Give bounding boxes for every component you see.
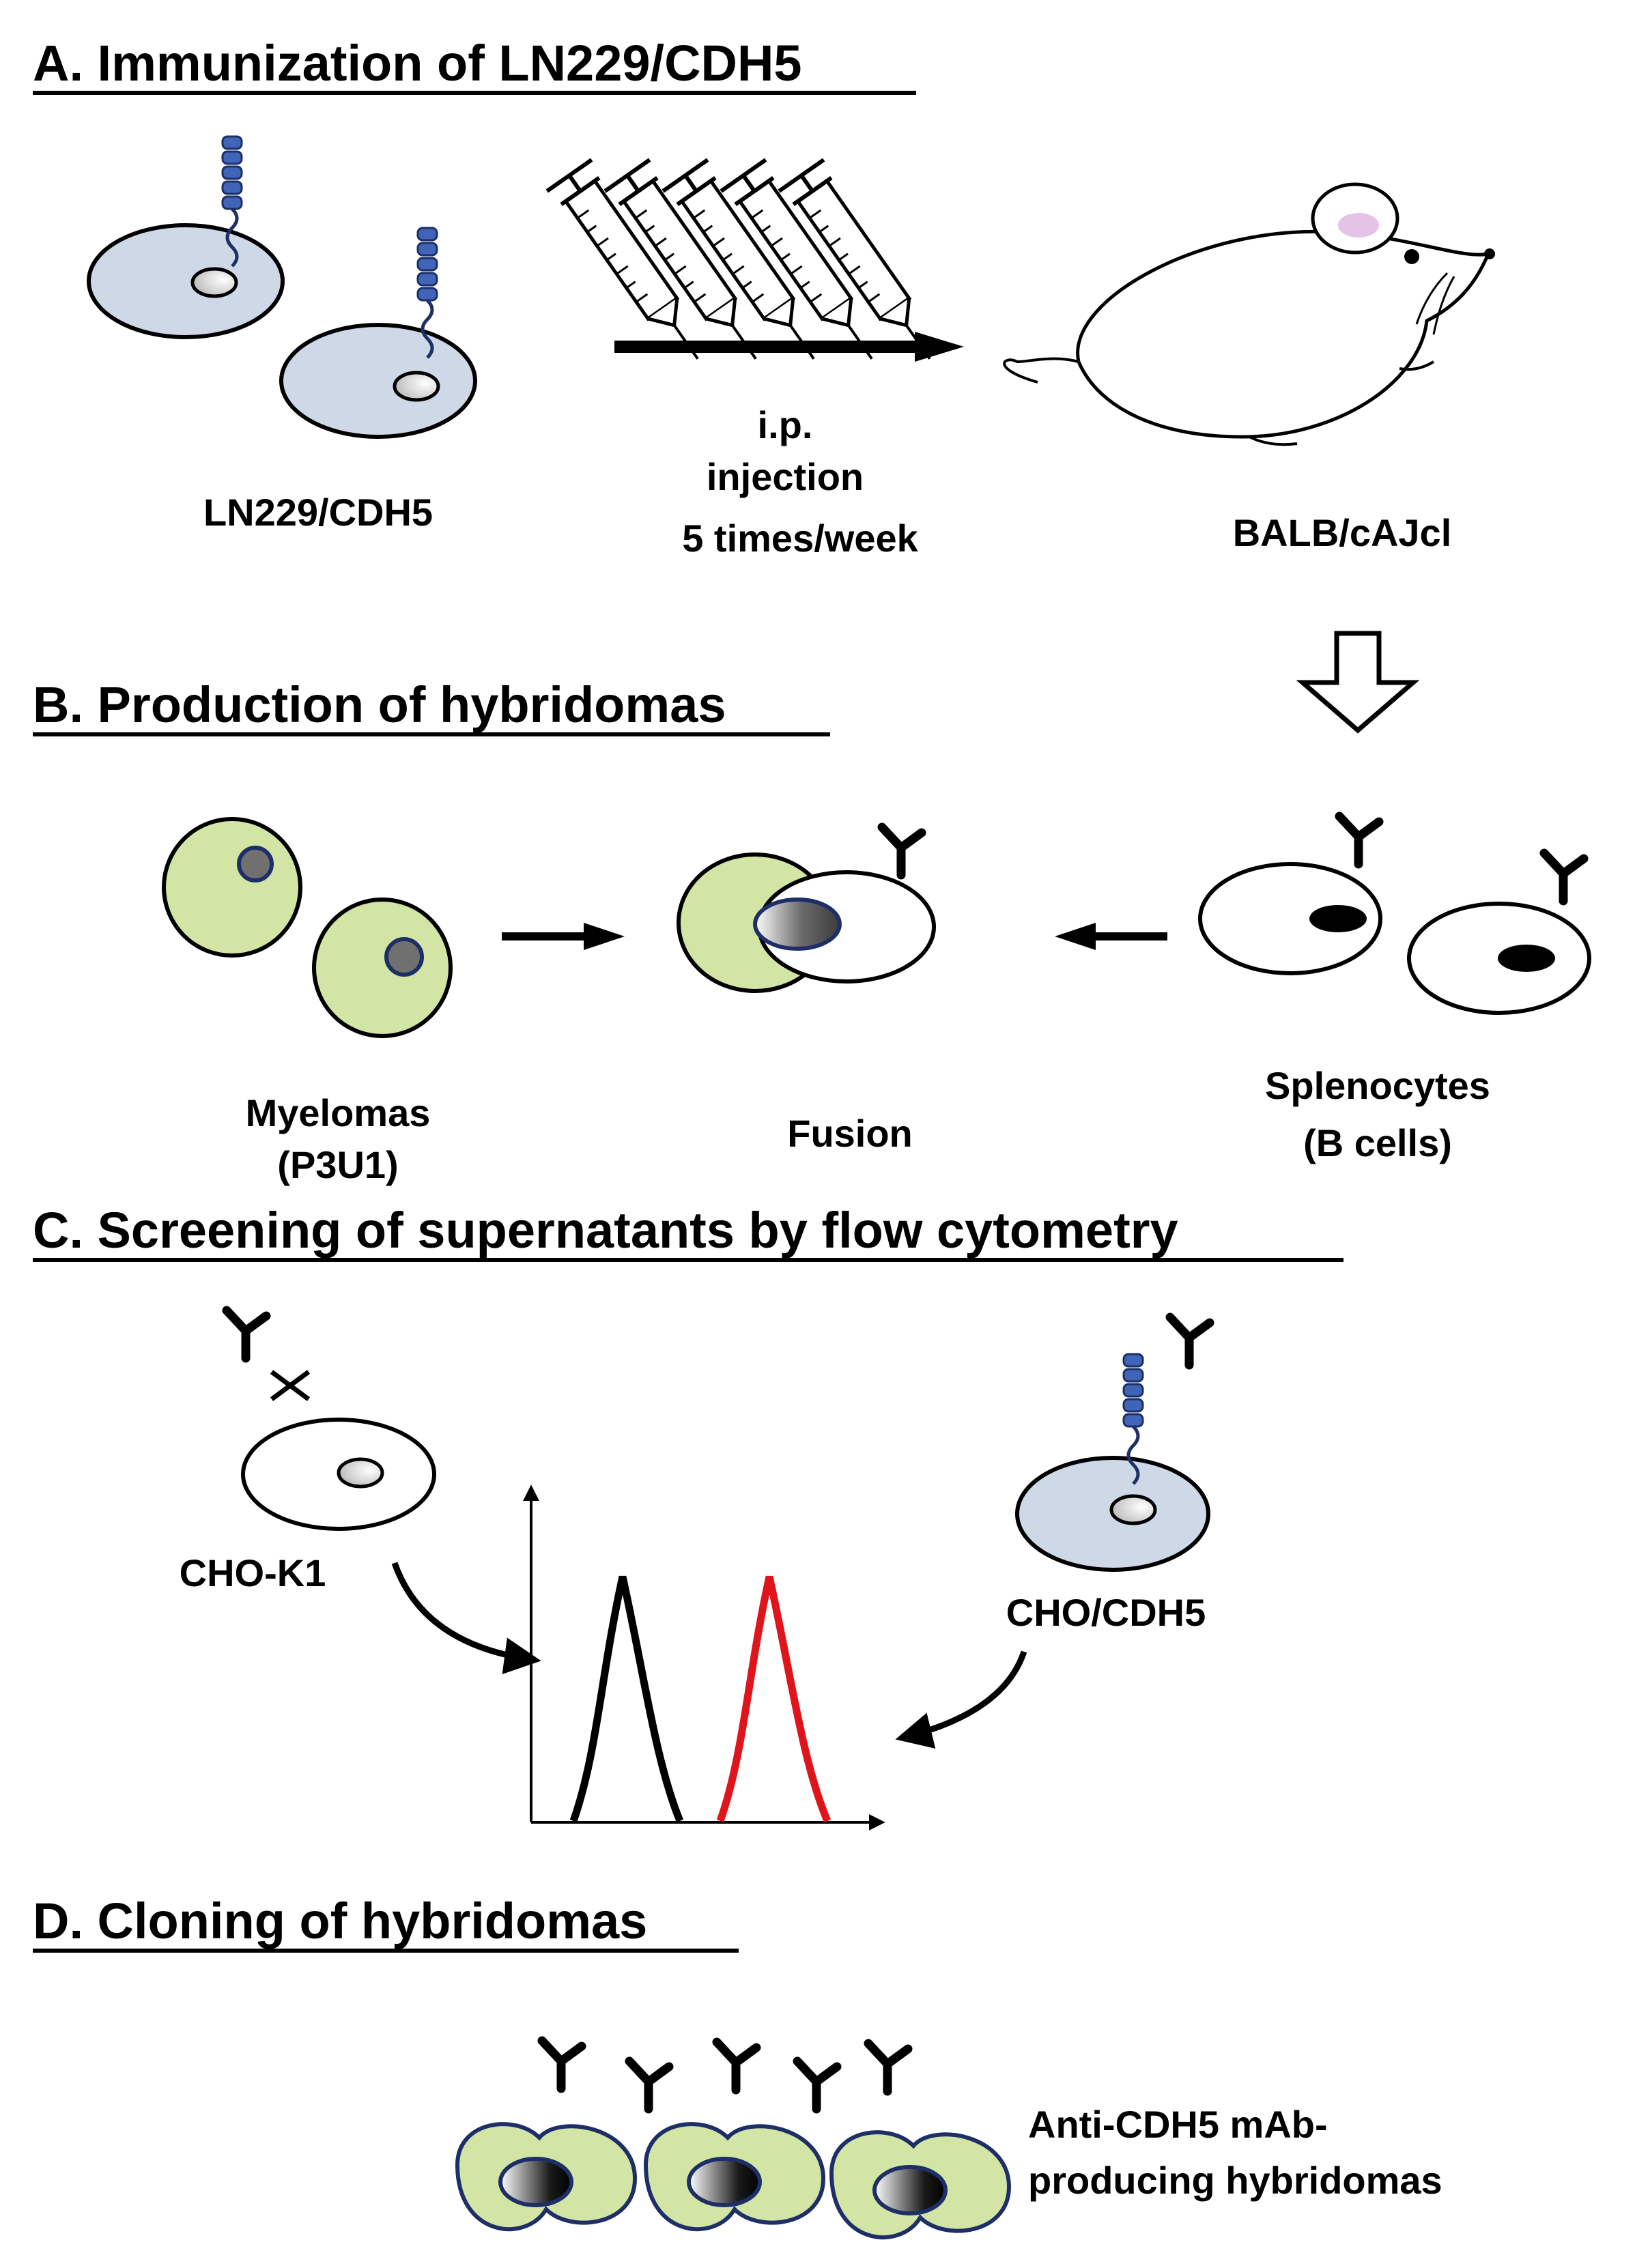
- antibody-icon: [1170, 1317, 1210, 1365]
- section-b: B. Production of hybridomas Myelomas (P3…: [33, 676, 1591, 1186]
- down-arrow-icon: [1296, 631, 1420, 734]
- cho-k1-arrow: [391, 1562, 541, 1674]
- ln229-cdh5-cells: [87, 137, 477, 439]
- arrow-from-splenocytes: [1055, 923, 1167, 950]
- myeloma-line-label: (P3U1): [277, 1143, 398, 1186]
- hybridoma-cell-icon: [457, 2124, 635, 2229]
- histogram-peak-cho-cdh5: [716, 1575, 831, 1823]
- injection-frequency-label: 5 times/week: [682, 517, 918, 560]
- splenocytes-label: Splenocytes: [1265, 1064, 1490, 1107]
- hybridoma-cell-icon: [646, 2124, 823, 2229]
- section-a: A. Immunization of LN229/CDH5 LN229/CDH5…: [33, 35, 1495, 734]
- section-d-title: D. Cloning of hybridomas: [33, 1893, 647, 1949]
- antibody-icon: [1544, 853, 1584, 901]
- antibody-icon: [882, 827, 922, 875]
- injection-route-label: i.p.: [758, 403, 813, 446]
- arrow-to-fusion: [502, 923, 625, 950]
- histogram: [523, 1484, 885, 1831]
- fusion-label: Fusion: [787, 1112, 913, 1155]
- section-c: C. Screening of supernatants by flow cyt…: [33, 1202, 1343, 1831]
- myeloma-cells: [162, 817, 453, 1038]
- section-c-title: C. Screening of supernatants by flow cyt…: [33, 1202, 1178, 1259]
- injection-label: injection: [707, 455, 864, 498]
- secreted-antibodies: [542, 2041, 908, 2109]
- cho-k1-cell: [241, 1418, 436, 1531]
- section-b-title: B. Production of hybridomas: [33, 676, 726, 733]
- splenocytes: [1198, 816, 1591, 1015]
- result-label-line2: producing hybridomas: [1028, 2159, 1442, 2202]
- histogram-peak-cho-k1: [569, 1575, 684, 1823]
- result-label: Anti-CDH5 mAb-: [1028, 2103, 1328, 2146]
- antibody-icon: [797, 2061, 837, 2109]
- antibody-icon: [227, 1310, 266, 1358]
- mouse-strain-label: BALB/cAJcl: [1233, 511, 1452, 554]
- antibody-icon: [717, 2042, 756, 2090]
- section-d: D. Cloning of hybridomas Anti-CDH5 mAb- …: [33, 1893, 1442, 2237]
- section-a-title: A. Immunization of LN229/CDH5: [33, 35, 802, 91]
- no-binding-cross-icon: [270, 1370, 311, 1401]
- myeloma-label: Myelomas: [246, 1091, 431, 1134]
- cho-cdh5-label: CHO/CDH5: [1006, 1591, 1206, 1634]
- ln229-cdh5-label: LN229/CDH5: [203, 491, 433, 534]
- antibody-icon: [629, 2061, 669, 2109]
- hybridoma-cell-icon: [831, 2132, 1009, 2237]
- cho-cdh5-cell: [1015, 1354, 1210, 1572]
- antibody-icon: [868, 2043, 908, 2091]
- antibody-icon: [1339, 816, 1379, 864]
- cho-cdh5-arrow: [895, 1650, 1027, 1749]
- injection-arrow: [614, 332, 964, 362]
- mouse-icon: [1003, 182, 1495, 446]
- fused-cell: [677, 827, 936, 993]
- cho-k1-label: CHO-K1: [180, 1551, 326, 1594]
- antibody-icon: [542, 2041, 582, 2088]
- b-cells-label: (B cells): [1303, 1121, 1452, 1164]
